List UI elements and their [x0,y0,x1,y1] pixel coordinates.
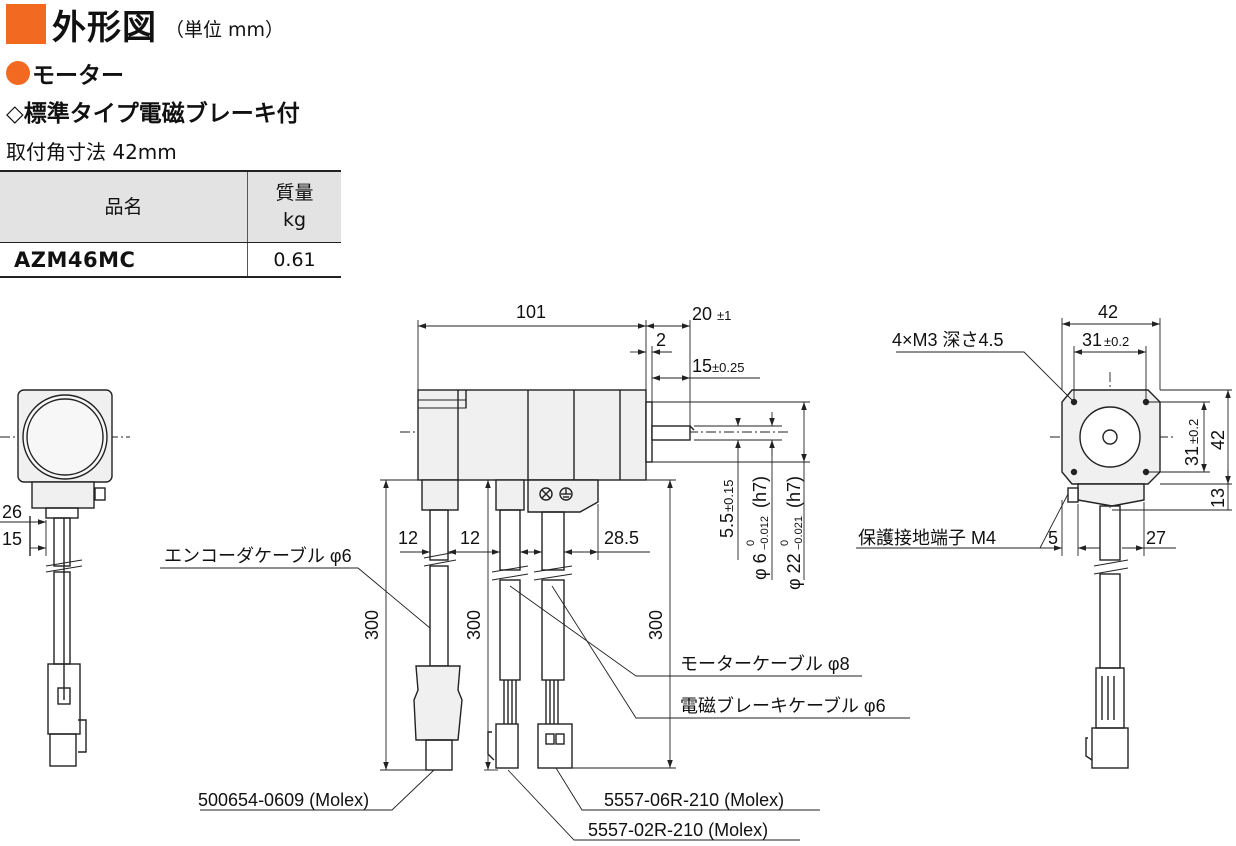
product-cell: AZM46MC [0,242,248,278]
svg-text:φ 6: φ 6 [750,553,770,580]
dim-12a: 12 [398,528,418,548]
dim-13: 13 [1208,488,1228,508]
orange-dot-icon [6,61,30,85]
dim-28-5: 28.5 [604,528,639,548]
svg-text:0: 0 [779,540,791,546]
col-mass-line1: 質量 [275,182,314,205]
pilot-22-label: φ 22 0 −0.021 (h7) [779,476,805,590]
right-front-view [856,318,1232,769]
dim-15: 15 [692,356,712,376]
svg-text:5.5: 5.5 [717,513,737,538]
subtitle: モーター [6,56,124,90]
subtitle-text: モーター [32,63,124,89]
dim-31-side: 31 ±0.2 [1182,419,1202,466]
left-end-view [0,389,130,767]
svg-text:(h7): (h7) [750,476,770,508]
center-side-view [400,389,790,771]
dim-42-top: 42 [1098,302,1118,322]
spec-table: 品名 質量 kg AZM46MC 0.61 [0,170,341,278]
col-mass: 質量 kg [247,170,341,243]
svg-text:0: 0 [745,540,757,546]
title-text: 外形図 [52,7,157,48]
col-mass-line2: kg [282,209,307,231]
dim-12b: 12 [460,528,480,548]
center-dimensions [160,320,910,841]
mounting-size: 取付角寸法 42mm [6,140,177,164]
dim-5: 5 [1048,528,1058,548]
shaft-6-label: φ 6 0 −0.012 (h7) [745,476,771,580]
svg-text:φ 22: φ 22 [784,553,804,590]
label-conn-brake: 5557-02R-210 (Molex) [588,820,768,840]
shaft-5-5-label: 5.5 ±0.15 [717,480,737,538]
dim-27: 27 [1146,528,1166,548]
dim-42-side: 42 [1208,430,1228,450]
dim-15-left: 15 [2,529,22,549]
label-brake-cable: 電磁ブレーキケーブル φ6 [680,695,886,716]
svg-text:31: 31 [1082,330,1102,350]
mass-cell: 0.61 [247,242,341,278]
svg-text:31: 31 [1182,446,1202,466]
dim-20: 20 [692,304,712,324]
label-tap: 4×M3 深さ4.5 [892,330,1004,350]
label-ground: 保護接地端子 M4 [858,528,996,548]
dim-101: 101 [516,302,546,322]
label-conn-motor: 5557-06R-210 (Molex) [604,790,784,810]
unit-text: （単位 mm） [165,18,285,41]
svg-text:−0.012: −0.012 [759,516,771,550]
label-motor-cable: モーターケーブル φ8 [680,653,850,674]
dim-15-tol: ±0.25 [712,360,744,375]
svg-text:(h7): (h7) [784,476,804,508]
dim-26: 26 [2,502,22,522]
svg-text:±0.15: ±0.15 [721,480,736,512]
svg-text:±0.2: ±0.2 [1186,419,1201,444]
dim-300c: 300 [646,610,666,640]
section-title: 外形図 （単位 mm） [6,2,285,48]
table-row: AZM46MC 0.61 [0,242,341,278]
label-conn-encoder: 500654-0609 (Molex) [198,790,369,810]
label-encoder-cable: エンコーダケーブル φ6 [164,545,352,566]
orange-square-icon [6,4,46,44]
dim-20-tol: ±1 [717,308,731,323]
type-heading: ◇標準タイプ電磁ブレーキ付 [6,101,300,127]
dim-300a: 300 [362,610,382,640]
dim-2: 2 [656,330,666,350]
dim-31-top: 31 ±0.2 [1082,330,1129,350]
dim-300b: 300 [464,610,484,640]
svg-text:−0.021: −0.021 [793,516,805,550]
col-product: 品名 [0,170,248,243]
table-header-row: 品名 質量 kg [0,170,341,243]
svg-text:±0.2: ±0.2 [1104,334,1129,349]
